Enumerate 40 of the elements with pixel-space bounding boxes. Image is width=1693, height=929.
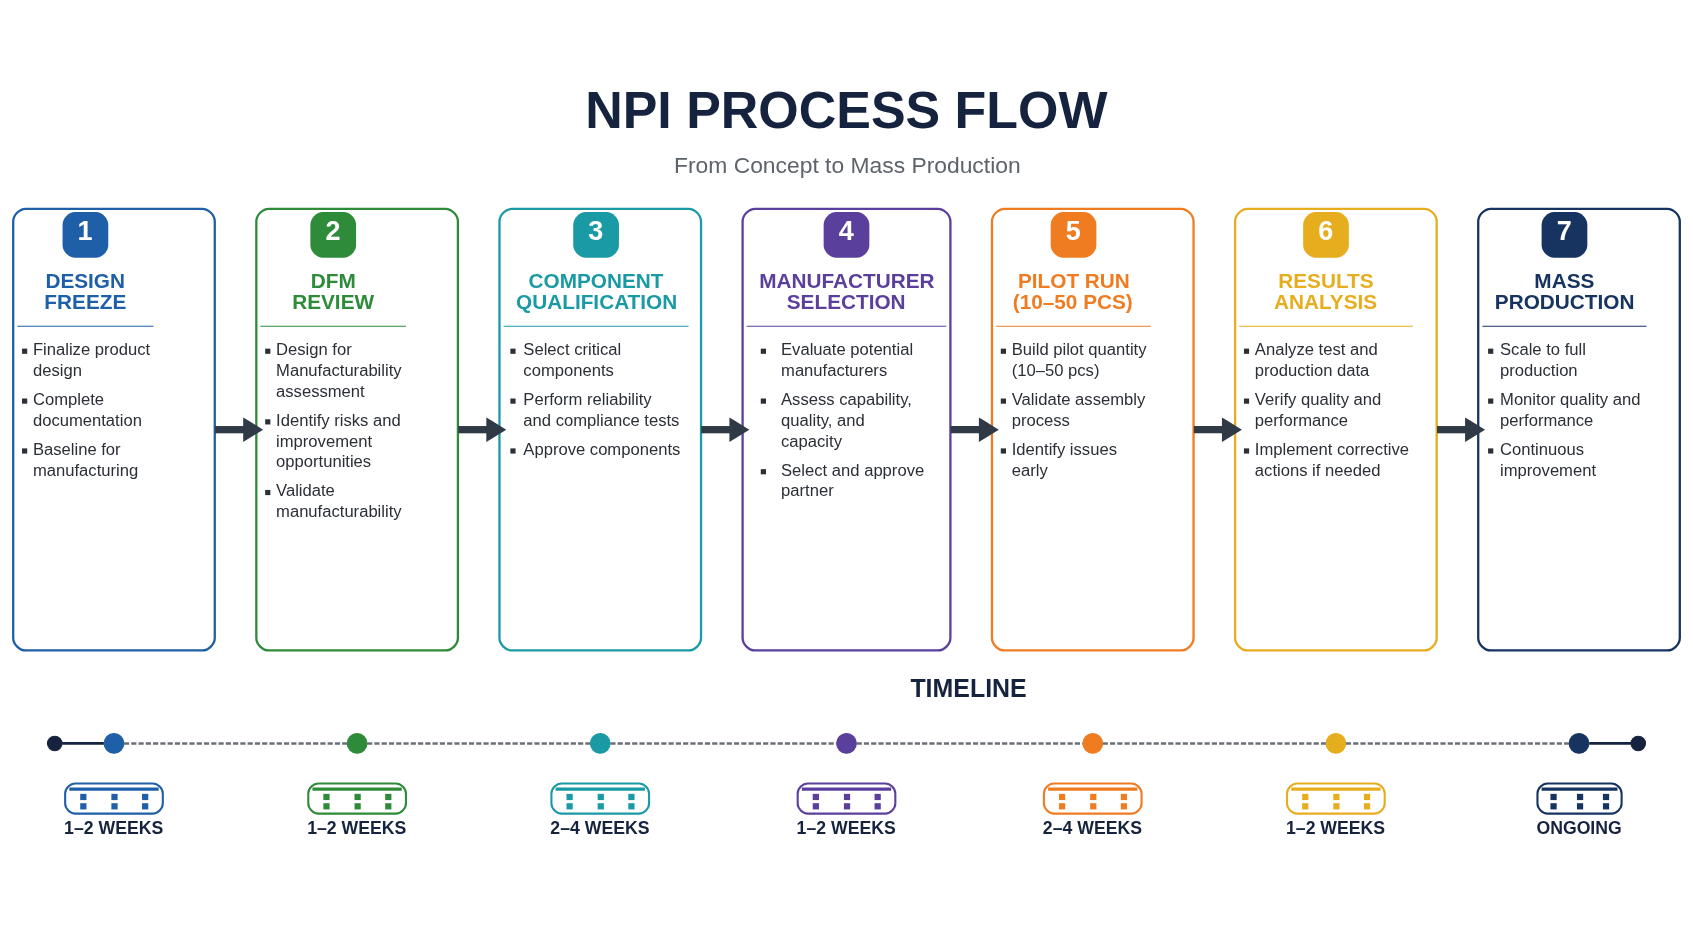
arrow bbox=[215, 416, 264, 442]
connector bbox=[1345, 741, 1569, 745]
label: 1–2 WEEKS bbox=[1286, 817, 1386, 838]
connector bbox=[123, 741, 348, 745]
node-circle bbox=[1082, 732, 1104, 754]
label: 1–2 WEEKS bbox=[64, 817, 164, 838]
label: TIMELINE bbox=[910, 673, 1027, 702]
node-box: 3 COMPONENT QUALIFICATION Select critical components Perform reliability and compliance tests Approve components bbox=[498, 207, 703, 652]
node-box: 7 MASS PRODUCTION Scale to full production Monitor quality and performance Continuous improvement bbox=[1477, 207, 1681, 652]
node-box: 2 DFM REVIEW Design for Manufacturability assessment Identify risks and improvement opportunities Validate manufacturability bbox=[255, 207, 460, 652]
node-box: 1 DESIGN FREEZE Finalize product design Complete documentation Baseline for manufacturing bbox=[12, 207, 216, 652]
arrow bbox=[701, 416, 750, 442]
label: 1–2 WEEKS bbox=[796, 817, 896, 838]
node-circle bbox=[1325, 732, 1347, 754]
diagram-title: NPI PROCESS FLOW bbox=[585, 80, 1108, 139]
node-box: 5 PILOT RUN (10–50 PCS) Build pilot quantity (10–50 pcs) Validate assembly process Identify issues early bbox=[990, 207, 1195, 652]
label: 1–2 WEEKS bbox=[307, 817, 407, 838]
arrow bbox=[950, 416, 999, 442]
node-circle bbox=[346, 732, 368, 754]
label: 2–4 WEEKS bbox=[1042, 817, 1142, 838]
node-box: 4 MANUFACTURER SELECTION Evaluate potential manufacturers Assess capability, quality, and capacity Select and approve partner bbox=[741, 207, 952, 652]
node-circle bbox=[836, 732, 857, 754]
arrow bbox=[1437, 416, 1486, 442]
connector bbox=[367, 741, 591, 745]
arrow bbox=[1193, 416, 1242, 442]
node-circle bbox=[103, 732, 125, 754]
connector bbox=[1102, 741, 1326, 745]
node-circle bbox=[589, 732, 611, 754]
connector bbox=[62, 741, 104, 745]
node-circle bbox=[1568, 732, 1590, 754]
connector bbox=[1589, 741, 1631, 745]
label: ONGOING bbox=[1536, 817, 1622, 838]
arrow bbox=[458, 416, 507, 442]
connector bbox=[610, 741, 837, 745]
node-circle bbox=[46, 735, 63, 751]
node-box: 6 RESULTS ANALYSIS Analyze test and production data Verify quality and performance Implement corrective actions if needed bbox=[1233, 207, 1438, 652]
connector bbox=[856, 741, 1083, 745]
label: From Concept to Mass Production bbox=[674, 151, 1021, 178]
label: 2–4 WEEKS bbox=[550, 817, 650, 838]
node-circle bbox=[1630, 735, 1647, 751]
